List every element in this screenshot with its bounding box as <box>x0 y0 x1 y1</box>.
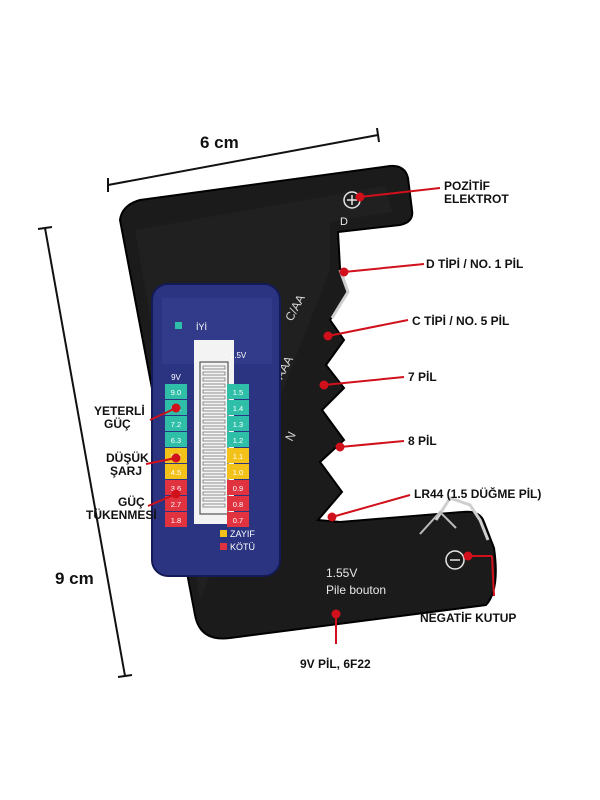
scale-1-5v-cell <box>227 496 249 511</box>
callout-yeterli-1: YETERLİ <box>94 403 145 418</box>
lcd-segment <box>202 419 226 424</box>
scale-9v-cell <box>165 480 187 495</box>
lcd-segment <box>202 491 226 496</box>
callout-lr44: LR44 (1.5 DÜĞME PİL) <box>414 486 541 501</box>
callout-7-pil: 7 PİL <box>408 369 437 384</box>
negative-icon <box>445 550 465 570</box>
scale-1-5v-cell <box>227 400 249 415</box>
zayif-swatch <box>220 530 227 537</box>
width-label: 6 cm <box>200 133 239 152</box>
scale-9v-cell <box>165 496 187 511</box>
lcd-segment <box>202 431 226 436</box>
lcd-segment <box>202 443 226 448</box>
negative-terminal <box>445 550 465 570</box>
button-text: Pile bouton <box>326 583 386 597</box>
lcd-segment <box>202 371 226 376</box>
callout-negatif: NEGATİF KUTUP <box>420 610 516 625</box>
lcd-segment <box>202 455 226 460</box>
lcd-segment <box>202 461 226 466</box>
callout-d-tipi: D TİPİ / NO. 1 PİL <box>426 256 523 271</box>
scale-9v-value: 6.3 <box>171 436 181 445</box>
scale-9v-value: 4.5 <box>171 468 181 477</box>
width-dimension: 6 cm <box>107 127 380 192</box>
scale-9v-cell <box>165 416 187 431</box>
scale-9v-cell <box>165 464 187 479</box>
iyi-swatch <box>175 322 182 329</box>
positive-label: D <box>340 216 348 228</box>
lcd-segment <box>202 485 226 490</box>
header-9v: 9V <box>171 373 181 382</box>
scale-1-5v: 1.5 1.4 1.3 1.2 1.1 1.0 0.9 0.8 0.7 <box>227 384 249 527</box>
lcd-segment <box>202 479 226 484</box>
scale-1-5v-value: 1.3 <box>233 420 243 429</box>
callout-8-pil: 8 PİL <box>408 433 437 448</box>
button-voltage: 1.55V <box>326 566 357 580</box>
callout-yeterli-2: GÜÇ <box>104 416 131 431</box>
scale-1-5v-value: 1.2 <box>233 436 243 445</box>
callout-guc-2: TÜKENMESİ <box>86 507 157 522</box>
callout-c-tipi: C TİPİ / NO. 5 PİL <box>412 313 509 328</box>
scale-1-5v-cell <box>227 464 249 479</box>
height-label: 9 cm <box>55 569 94 588</box>
lcd-segment <box>202 395 226 400</box>
lcd-segment <box>202 383 226 388</box>
display-panel: İYİ 9V 1.5V 9.08.17.26.35.44.53.62.71.8 … <box>151 283 281 577</box>
zayif-label: ZAYIF <box>230 529 255 539</box>
header-1-5v: 1.5V <box>230 351 247 360</box>
scale-1-5v-cell <box>227 416 249 431</box>
scale-9v-value: 1.8 <box>171 516 181 525</box>
scale-1-5v-cell <box>227 448 249 463</box>
scale-9v-cell <box>165 512 187 527</box>
callout-9v-pil: 9V PİL, 6F22 <box>300 656 371 671</box>
scale-1-5v-cell <box>227 432 249 447</box>
lcd-segment <box>202 503 226 508</box>
lcd-segment <box>202 473 226 478</box>
scale-9v-value: 3.6 <box>171 484 181 493</box>
scale-1-5v-cell <box>227 480 249 495</box>
scale-1-5v-value: 1.5 <box>233 388 243 397</box>
scale-1-5v-value: 1.0 <box>233 468 243 477</box>
scale-1-5v-value: 0.7 <box>233 516 243 525</box>
lcd-segment <box>202 449 226 454</box>
scale-9v-value: 2.7 <box>171 500 181 509</box>
lcd-segment <box>202 425 226 430</box>
callout-guc-1: GÜÇ <box>118 494 145 509</box>
lcd-segment <box>202 437 226 442</box>
iyi-label: İYİ <box>196 322 207 332</box>
scale-9v-cell <box>165 384 187 399</box>
scale-9v-value: 9.0 <box>171 388 181 397</box>
lcd-segment <box>202 413 226 418</box>
callout-pozitif-1: POZİTİF <box>444 178 490 193</box>
lcd-segment <box>202 365 226 370</box>
height-dimension: 9 cm <box>37 226 133 678</box>
lcd-segment <box>202 467 226 472</box>
callout-pozitif-2: ELEKTROT <box>444 192 509 206</box>
lcd-segment <box>202 377 226 382</box>
lcd-segment <box>202 407 226 412</box>
metal-contacts <box>330 269 490 541</box>
lcd-segment <box>202 497 226 502</box>
scale-1-5v-value: 1.4 <box>233 404 243 413</box>
scale-1-5v-value: 1.1 <box>233 452 243 461</box>
scale-9v-value: 7.2 <box>171 420 181 429</box>
scale-1-5v-cell <box>227 512 249 527</box>
scale-1-5v-value: 0.8 <box>233 500 243 509</box>
callout-lines <box>145 187 495 644</box>
scale-9v-cell <box>165 432 187 447</box>
lcd-segment <box>202 401 226 406</box>
callout-dusuk-1: DÜŞÜK <box>106 450 149 465</box>
kotu-label: KÖTÜ <box>230 542 255 552</box>
scale-1-5v-cell <box>227 384 249 399</box>
kotu-swatch <box>220 543 227 550</box>
callout-dusuk-2: ŞARJ <box>110 464 142 478</box>
lcd-segment <box>202 389 226 394</box>
scale-1-5v-value: 0.9 <box>233 484 243 493</box>
